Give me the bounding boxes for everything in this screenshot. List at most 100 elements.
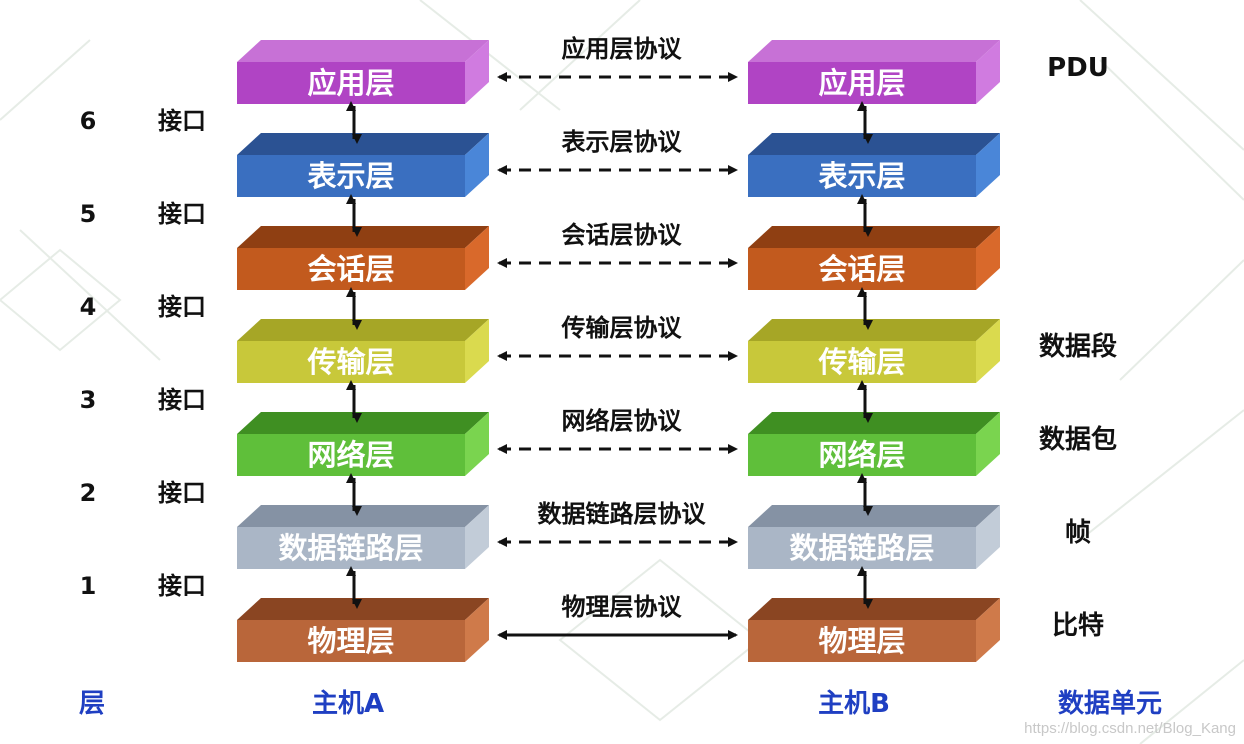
pdu-label-app: PDU [1047,53,1109,83]
block-front-face [748,62,976,104]
block-side-face [465,505,489,569]
pdu-label-trans: 数据段 [1039,331,1117,362]
layer-label: 网络层 [307,438,394,472]
block-side-face [976,412,1000,476]
block-side-face [465,226,489,290]
pdu-label-link: 帧 [1065,518,1091,548]
block-top-face [748,598,1000,620]
host-b-block-net: 网络层 [748,412,1000,476]
protocol-label: 网络层协议 [562,407,683,435]
host-a-block-net: 网络层 [237,412,489,476]
footer-pdu-label: 数据单元 [1058,689,1162,719]
protocol-sess: 会话层协议 [497,221,738,268]
host-a-block-link: 数据链路层 [237,505,489,569]
block-front-face [237,155,465,197]
layer-label: 表示层 [818,159,905,193]
block-front-face [748,620,976,662]
block-side-face [976,226,1000,290]
host-a-block-pres: 表示层 [237,133,489,197]
protocol-label: 数据链路层协议 [538,500,707,528]
host-a-block-app: 应用层 [237,40,489,104]
block-side-face [465,319,489,383]
protocol-label: 物理层协议 [562,593,683,621]
protocol-phys: 物理层协议 [497,593,738,640]
host-a-block-phys: 物理层 [237,598,489,662]
block-front-face [748,527,976,569]
layer-label: 数据链路层 [278,531,423,565]
block-front-face [237,620,465,662]
layer-label: 物理层 [818,624,905,658]
block-side-face [976,598,1000,662]
host-b-block-trans: 传输层 [748,319,1000,383]
block-front-face [748,434,976,476]
protocol-net: 网络层协议 [497,407,738,454]
interface-number: 2 [80,479,97,507]
block-side-face [465,40,489,104]
protocol-link: 数据链路层协议 [497,500,738,547]
block-front-face [748,155,976,197]
protocol-label: 应用层协议 [562,35,683,63]
host-b-block-app: 应用层 [748,40,1000,104]
host-b-block-sess: 会话层 [748,226,1000,290]
layer-label: 网络层 [818,438,905,472]
host-b-block-phys: 物理层 [748,598,1000,662]
block-top-face [237,226,489,248]
interface-label: 接口 [158,107,206,135]
layer-label: 数据链路层 [789,531,934,565]
protocol-label: 表示层协议 [562,128,683,156]
layer-label: 传输层 [817,345,905,379]
layer-label: 会话层 [307,252,394,286]
block-side-face [976,133,1000,197]
interface-number: 3 [80,386,97,414]
block-top-face [237,319,489,341]
pdu-label-phys: 比特 [1052,610,1104,641]
interface-arrows [346,101,873,609]
block-side-face [976,505,1000,569]
block-top-face [748,412,1000,434]
block-front-face [237,248,465,290]
interface-label: 接口 [158,293,206,321]
footer-host-a-label: 主机A [312,689,384,719]
block-side-face [976,319,1000,383]
footer: 层 主机A 主机B 数据单元 [79,689,1162,719]
interface-6: 6 接口 [80,107,206,135]
interface-number: 4 [80,293,97,321]
block-front-face [748,248,976,290]
watermark: https://blog.csdn.net/Blog_Kang [1024,720,1236,737]
block-top-face [748,133,1000,155]
layer-label: 物理层 [307,624,394,658]
interface-number: 1 [80,572,97,600]
protocol-pres: 表示层协议 [497,128,738,175]
host-a-block-trans: 传输层 [237,319,489,383]
protocol-app: 应用层协议 [497,35,738,82]
layer-label: 会话层 [818,252,905,286]
interface-4: 4 接口 [80,293,206,321]
interface-label: 接口 [158,200,206,228]
layer-label: 传输层 [306,345,394,379]
footer-host-b-label: 主机B [818,689,890,719]
block-top-face [237,598,489,620]
block-top-face [237,40,489,62]
block-top-face [237,505,489,527]
host-a-block-sess: 会话层 [237,226,489,290]
block-top-face [748,40,1000,62]
layer-label: 应用层 [818,66,905,100]
block-top-face [748,226,1000,248]
block-top-face [237,412,489,434]
block-front-face [237,527,465,569]
host-b-block-link: 数据链路层 [748,505,1000,569]
block-top-face [748,505,1000,527]
host-b-block-pres: 表示层 [748,133,1000,197]
block-side-face [465,598,489,662]
interface-number: 6 [80,107,97,135]
